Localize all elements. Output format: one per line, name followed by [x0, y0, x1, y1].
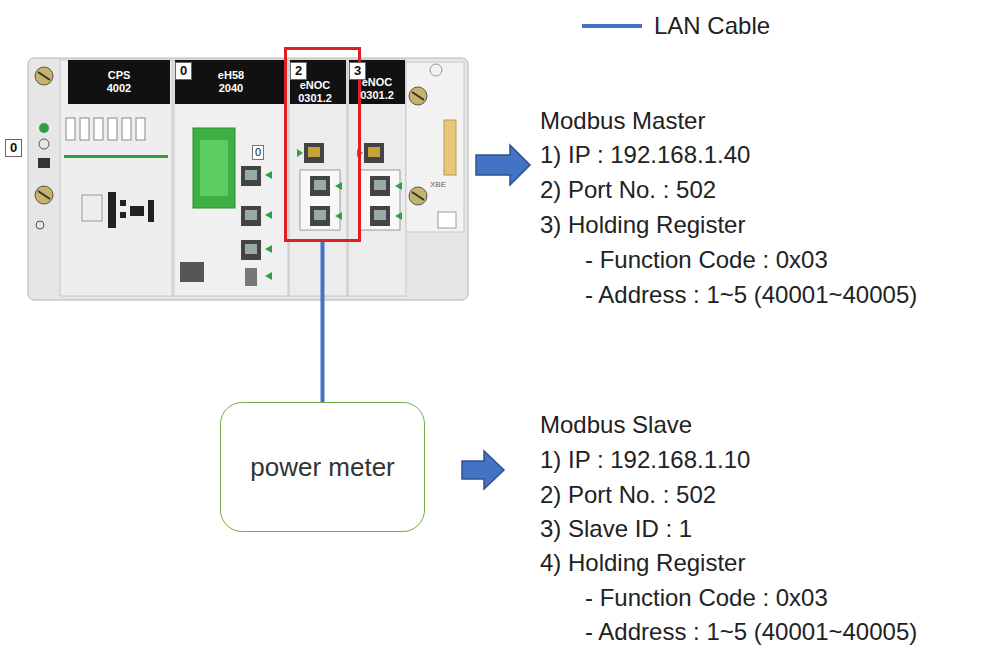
section-heading: Modbus Master — [540, 106, 705, 136]
memory-card-label — [200, 140, 228, 196]
spec-line: 3) Slave ID : 1 — [540, 514, 692, 544]
slot-number: 2 — [290, 62, 307, 80]
ethernet-module — [348, 60, 406, 296]
usb-port — [180, 262, 204, 282]
lan-cable — [321, 242, 325, 402]
xbe-connector — [444, 120, 456, 175]
power-module — [60, 60, 172, 296]
module-header — [290, 60, 346, 104]
ethernet-ports — [241, 166, 272, 286]
legend-text: LAN Cable — [654, 10, 770, 42]
connector-outline — [82, 195, 102, 221]
spec-line: 1) IP : 192.168.1.10 — [540, 445, 750, 475]
spec-line: 4) Holding Register — [540, 548, 745, 578]
module-label: 0 — [252, 145, 264, 160]
ground-symbol — [430, 64, 442, 76]
spec-line: - Address : 1~5 (40001~40005) — [585, 617, 917, 647]
module-header — [68, 60, 170, 104]
rack-base — [28, 58, 468, 300]
module-header — [175, 60, 287, 104]
block-arrow — [476, 145, 530, 185]
module-label: 3 — [349, 62, 366, 80]
xbe-end-panel — [406, 62, 464, 232]
module-header — [349, 60, 405, 104]
spec-line: - Function Code : 0x03 — [585, 583, 828, 613]
spec-line: - Address : 1~5 (40001~40005) — [585, 280, 917, 310]
terminal-row — [66, 118, 145, 140]
ethernet-module — [289, 60, 347, 296]
spec-line: 2) Port No. : 502 — [540, 175, 716, 205]
status-bar — [64, 155, 168, 158]
legend-line-sample — [582, 24, 642, 28]
spec-line: - Function Code : 0x03 — [585, 245, 828, 275]
spec-line: 1) IP : 192.168.1.40 — [540, 140, 750, 170]
module-label: eH58 2040 — [206, 69, 256, 95]
device-box: power meter — [220, 402, 425, 532]
module-label: 0 — [5, 139, 22, 157]
block-arrow — [462, 451, 504, 489]
memory-card — [193, 128, 235, 208]
xbe-socket — [438, 212, 456, 228]
module-label: CPS 4002 — [94, 69, 144, 95]
cpu-module — [174, 60, 288, 296]
module-label: 0 — [175, 62, 192, 80]
module-name: eNOC 0301.2 — [290, 79, 340, 105]
module-label: XBE — [430, 180, 446, 189]
device-name: power meter — [250, 452, 395, 483]
power-connector — [108, 192, 154, 228]
section-heading: Modbus Slave — [540, 410, 692, 440]
mounting-screws — [35, 67, 427, 229]
ethernet-ports — [357, 143, 402, 230]
spec-line: 2) Port No. : 502 — [540, 480, 716, 510]
ethernet-ports — [297, 143, 342, 230]
spec-line: 3) Holding Register — [540, 210, 745, 240]
